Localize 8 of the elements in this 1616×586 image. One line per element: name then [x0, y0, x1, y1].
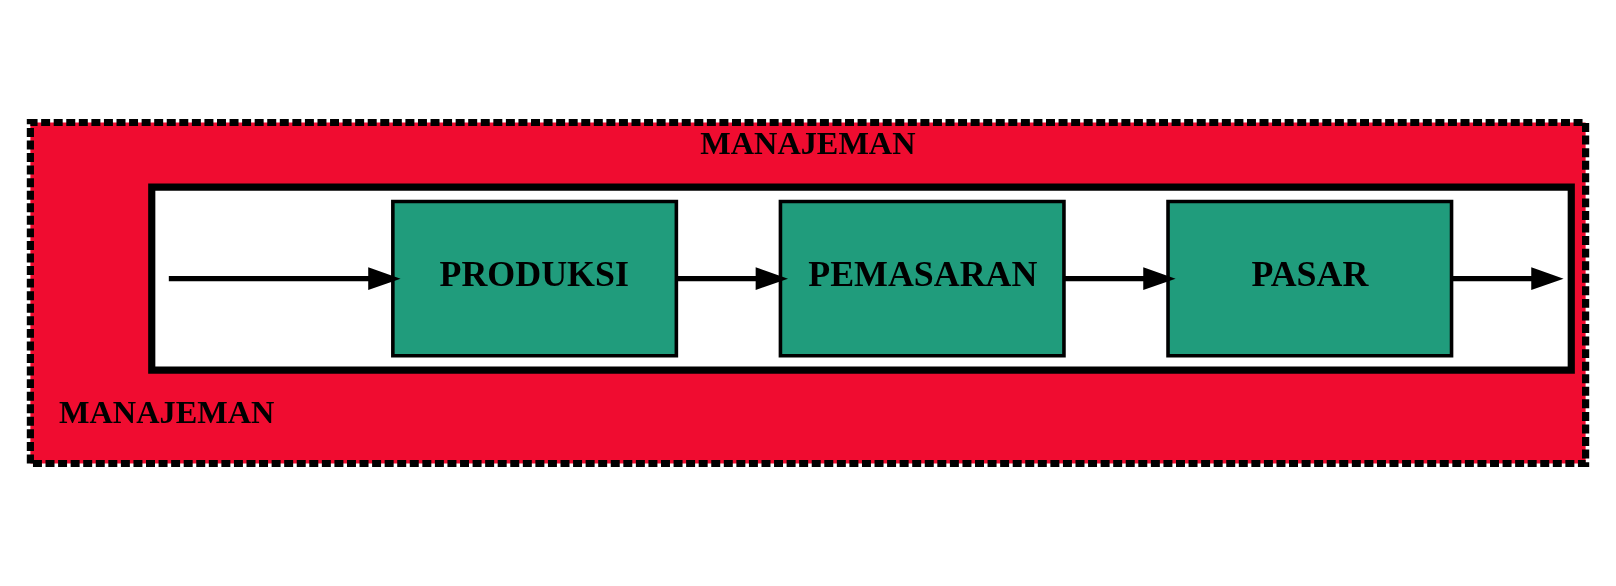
arrow: [1452, 267, 1564, 290]
arrow: [168, 267, 401, 290]
arrow: [1064, 267, 1176, 290]
node-box: PASAR: [1166, 199, 1454, 358]
cluster: [148, 183, 1575, 374]
node-box: PEMASARAN: [778, 199, 1066, 358]
arrow: [676, 267, 789, 290]
node-box: PRODUKSI: [391, 199, 679, 358]
